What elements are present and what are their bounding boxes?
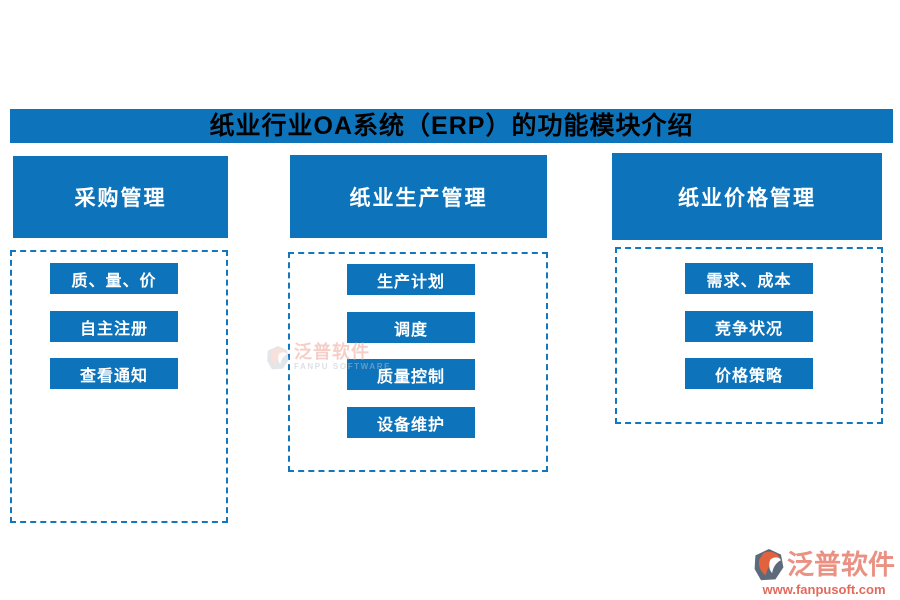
module-item: 自主注册 xyxy=(50,311,178,342)
column-header-label: 纸业生产管理 xyxy=(349,186,488,210)
footer-brand: 泛普软件 xyxy=(787,550,895,580)
module-item: 设备维护 xyxy=(347,407,475,438)
column-header-procurement: 采购管理 xyxy=(13,156,228,238)
column-header-label: 采购管理 xyxy=(74,187,167,210)
footer-url: www.fanpusoft.com xyxy=(762,582,886,597)
column-header-label: 纸业价格管理 xyxy=(678,186,816,210)
module-group-production xyxy=(288,252,548,472)
module-item: 价格策略 xyxy=(685,358,813,389)
module-item: 竞争状况 xyxy=(685,311,813,342)
footer-logo-row: 泛普软件 xyxy=(753,548,895,582)
column-header-pricing: 纸业价格管理 xyxy=(612,153,882,240)
module-group-pricing xyxy=(615,247,883,424)
footer-logo: 泛普软件 www.fanpusoft.com xyxy=(753,548,895,597)
module-item: 质、量、价 xyxy=(50,263,178,294)
fanpu-logo-icon xyxy=(754,549,784,581)
module-item: 需求、成本 xyxy=(685,263,813,294)
module-item: 质量控制 xyxy=(347,359,475,390)
module-group-procurement xyxy=(10,250,228,523)
page-title: 纸业行业OA系统（ERP）的功能模块介绍 xyxy=(209,112,694,140)
module-item: 调度 xyxy=(347,312,475,343)
module-item: 查看通知 xyxy=(50,358,178,389)
column-header-production: 纸业生产管理 xyxy=(290,155,547,238)
fanpu-logo-icon xyxy=(267,346,289,370)
title-bar: 纸业行业OA系统（ERP）的功能模块介绍 xyxy=(10,109,893,143)
module-item: 生产计划 xyxy=(347,264,475,295)
